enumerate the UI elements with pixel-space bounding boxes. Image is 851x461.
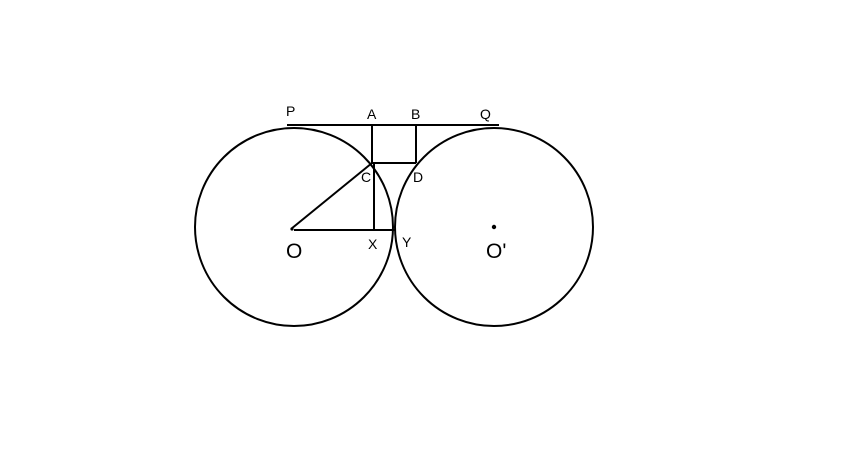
circle-o-prime bbox=[394, 127, 594, 327]
label-q: Q bbox=[480, 106, 491, 122]
label-o-prime: O' bbox=[486, 240, 506, 263]
center-dot-o bbox=[290, 227, 294, 231]
label-o: O bbox=[286, 240, 302, 263]
label-c: C bbox=[361, 169, 371, 185]
segment-oc bbox=[290, 162, 373, 230]
circle-o bbox=[194, 127, 394, 327]
center-dot-o-prime bbox=[491, 224, 497, 230]
label-p: P bbox=[286, 103, 295, 119]
label-d: D bbox=[413, 169, 423, 185]
label-y: Y bbox=[402, 234, 412, 250]
label-a: A bbox=[367, 106, 377, 122]
label-x: X bbox=[368, 236, 378, 252]
label-b: B bbox=[411, 106, 420, 122]
